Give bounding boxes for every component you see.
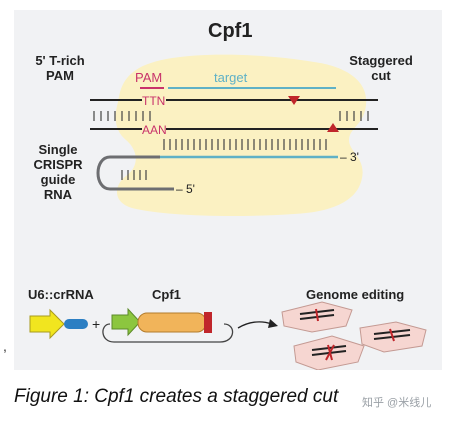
pam-tag-text: PAM <box>135 70 162 85</box>
u6-promoter-arrow-icon <box>29 308 65 340</box>
bottom-cut-triangle-icon <box>327 123 339 132</box>
edited-cell-1 <box>281 301 353 333</box>
terminator-block <box>204 312 212 333</box>
cpf1-promoter-arrow-icon <box>111 307 141 337</box>
cpf1-gene-label: Cpf1 <box>152 287 181 302</box>
aan-text: AAN <box>142 123 167 137</box>
cpf1-protein-blob <box>115 54 367 217</box>
guide-loop-ticks <box>121 170 147 180</box>
genome-editing-label: Genome editing <box>306 287 405 302</box>
staggered-cut-label: Staggered cut <box>349 53 413 83</box>
watermark: 知乎 @米线儿 <box>362 397 432 409</box>
cpf1-diagram: PAM target TTN AAN – 3' – 5' + <box>29 54 427 370</box>
guide-rna-loop <box>96 155 174 191</box>
diagram-title: Cpf1 <box>208 20 253 42</box>
target-tag-text: target <box>214 70 248 85</box>
dna-base-pair-ticks <box>93 111 369 121</box>
edited-cell-3 <box>293 335 365 370</box>
five-prime-end-text: – 5' <box>176 182 195 196</box>
editing-arrow-head-icon <box>268 319 278 328</box>
crRNA-pill-icon <box>64 319 88 329</box>
guide-rna-label: Single CRISPR guide RNA <box>33 142 83 202</box>
top-cut-triangle-icon <box>288 96 300 105</box>
figure-panel: PAM target TTN AAN – 3' – 5' + <box>14 10 442 370</box>
pam-label: 5' T-rich PAM <box>35 53 85 83</box>
ttn-text: TTN <box>142 94 165 108</box>
figure-caption: Figure 1: Cpf1 creates a staggered cut <box>14 386 339 407</box>
editing-arrow <box>237 321 273 329</box>
plus-sign: + <box>92 316 100 332</box>
stray-comma: , <box>3 338 7 354</box>
cpf1-gene-bar <box>137 312 207 333</box>
construct-label: U6::crRNA <box>28 287 94 302</box>
plasmid-backbone <box>102 323 234 343</box>
edited-cell-2 <box>359 321 427 353</box>
three-prime-end-text: – 3' <box>340 150 359 164</box>
guide-pairing-ticks <box>163 139 327 150</box>
